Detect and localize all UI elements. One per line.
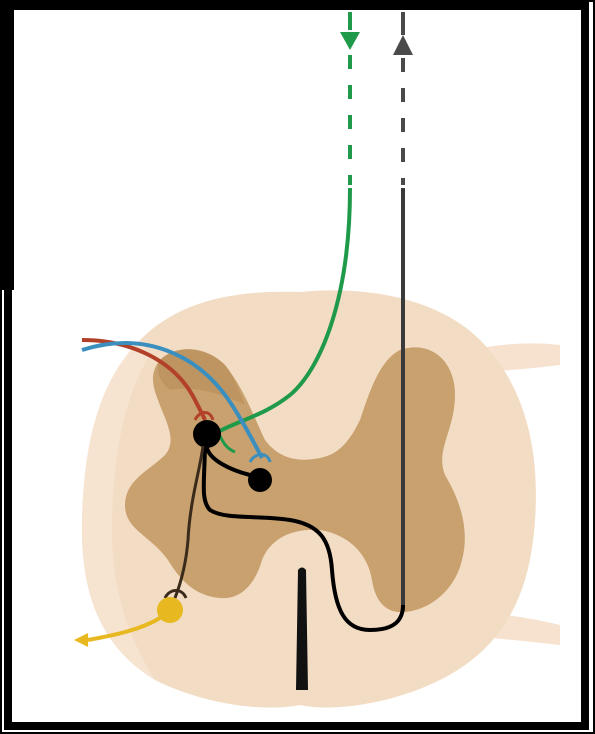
interneuron-cell-body [193,420,221,448]
second-neuron-cell-body [248,468,272,492]
motor-neuron-cell-body [157,597,183,623]
left-border-block [0,0,14,290]
ventral-fissure [296,568,308,691]
